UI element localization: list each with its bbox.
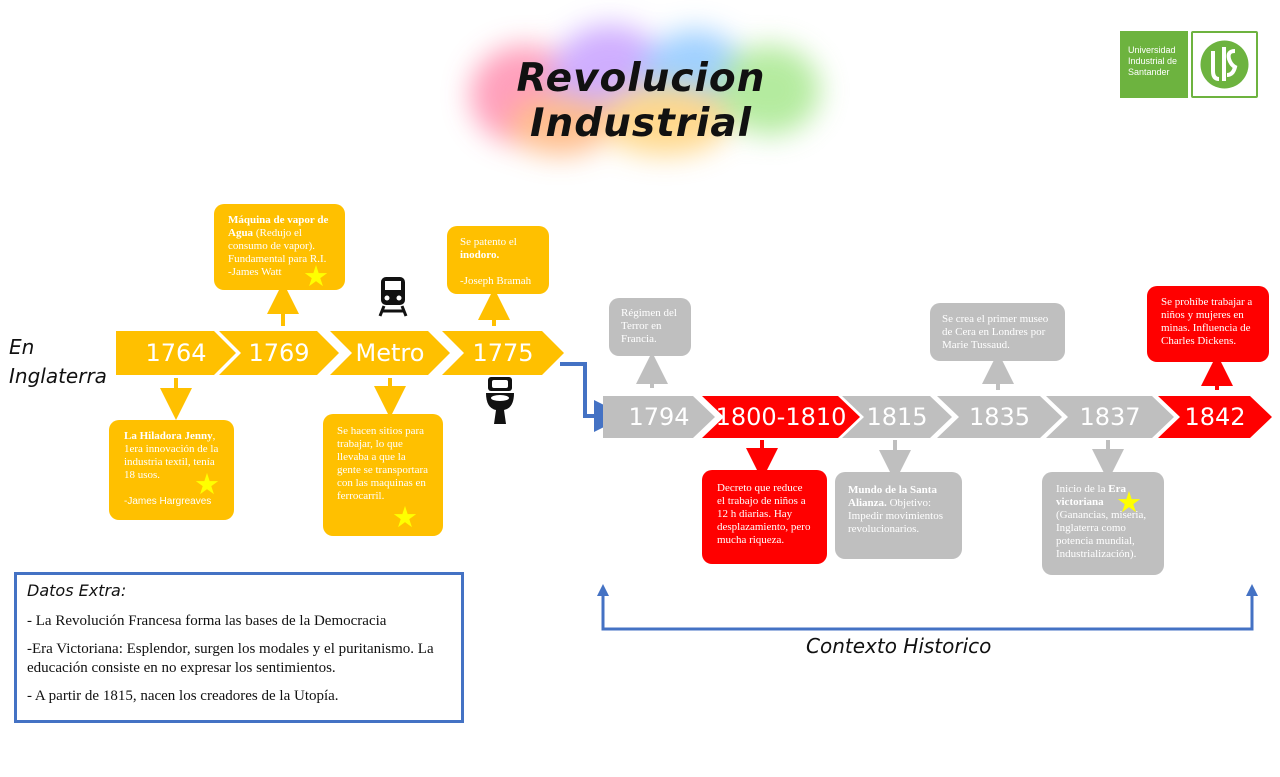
museo-cera-box: Se crea el primer museo de Cera en Londr… <box>930 303 1065 361</box>
chevron-label: 1842 <box>1184 403 1246 431</box>
university-logo-mark <box>1191 31 1258 98</box>
country-label: En Inglaterra <box>9 335 107 388</box>
context-chevron: 1815 <box>842 396 952 438</box>
datos-extra-box: Datos Extra: - La Revolución Francesa fo… <box>14 572 464 723</box>
regimen-terror-box: Régimen del Terror en Francia. <box>609 298 691 356</box>
datos-extra-line: -Era Victoriana: Esplendor, surgen los m… <box>27 641 434 676</box>
inodoro-box: Se patento el inodoro. -Joseph Bramah <box>447 226 549 294</box>
maquina-vapor-box: Máquina de vapor de Agua (Redujo el cons… <box>214 204 345 290</box>
chevron-label: 1769 <box>248 339 310 367</box>
decreto-box: Decreto que reduce el trabajo de niños a… <box>702 470 827 564</box>
page-title: Revolucion Industrial <box>516 56 766 146</box>
star-icon: ★ <box>392 500 418 534</box>
chevron-label: 1800-1810 <box>715 403 847 431</box>
context-label: Contexto Historico <box>806 634 992 658</box>
star-icon: ★ <box>303 259 329 293</box>
toilet-icon <box>484 376 516 430</box>
context-bracket <box>601 592 1254 631</box>
star-icon: ★ <box>1116 485 1142 519</box>
chevron-label: 1815 <box>866 403 928 431</box>
context-chevron: 1835 <box>937 396 1062 438</box>
datos-extra-line: - La Revolución Francesa forma las bases… <box>27 613 387 629</box>
star-icon: ★ <box>194 467 220 501</box>
era-victoriana-box: Inicio de la Era victoriana (Ganancias, … <box>1042 472 1164 575</box>
england-chevron: Metro <box>330 331 450 375</box>
santa-alianza-box: Mundo de la Santa Alianza. Objetivo: Imp… <box>835 472 962 559</box>
chevron-label: 1764 <box>145 339 207 367</box>
university-logo-text: Universidad Industrial de Santander <box>1120 31 1188 98</box>
context-chevron: 1837 <box>1046 396 1174 438</box>
chevron-label: Metro <box>355 339 425 367</box>
context-chevron: 1842 <box>1158 396 1272 438</box>
chevron-label: 1837 <box>1079 403 1141 431</box>
hiladora-jenny-box: La Hiladora Jenny, 1era innovación de la… <box>109 420 234 520</box>
context-chevron: 1794 <box>603 396 715 438</box>
chevron-label: 1835 <box>968 403 1031 431</box>
england-chevron: 1769 <box>219 331 339 375</box>
train-icon <box>378 276 408 322</box>
england-chevron: 1764 <box>116 331 236 375</box>
metro-box: Se hacen sitios para trabajar, lo que ll… <box>323 414 443 536</box>
watercolor-splash <box>430 5 850 175</box>
arrow-connector <box>560 362 626 432</box>
england-chevron: 1775 <box>442 331 564 375</box>
context-chevron: 1800-1810 <box>702 396 860 438</box>
chevron-label: 1794 <box>628 403 690 431</box>
chevron-label: 1775 <box>472 339 534 367</box>
datos-extra-title: Datos Extra: <box>27 581 127 600</box>
prohibe-trabajo-box: Se prohíbe trabajar a niños y mujeres en… <box>1147 286 1269 362</box>
datos-extra-line: - A partir de 1815, nacen los creadores … <box>27 688 339 704</box>
